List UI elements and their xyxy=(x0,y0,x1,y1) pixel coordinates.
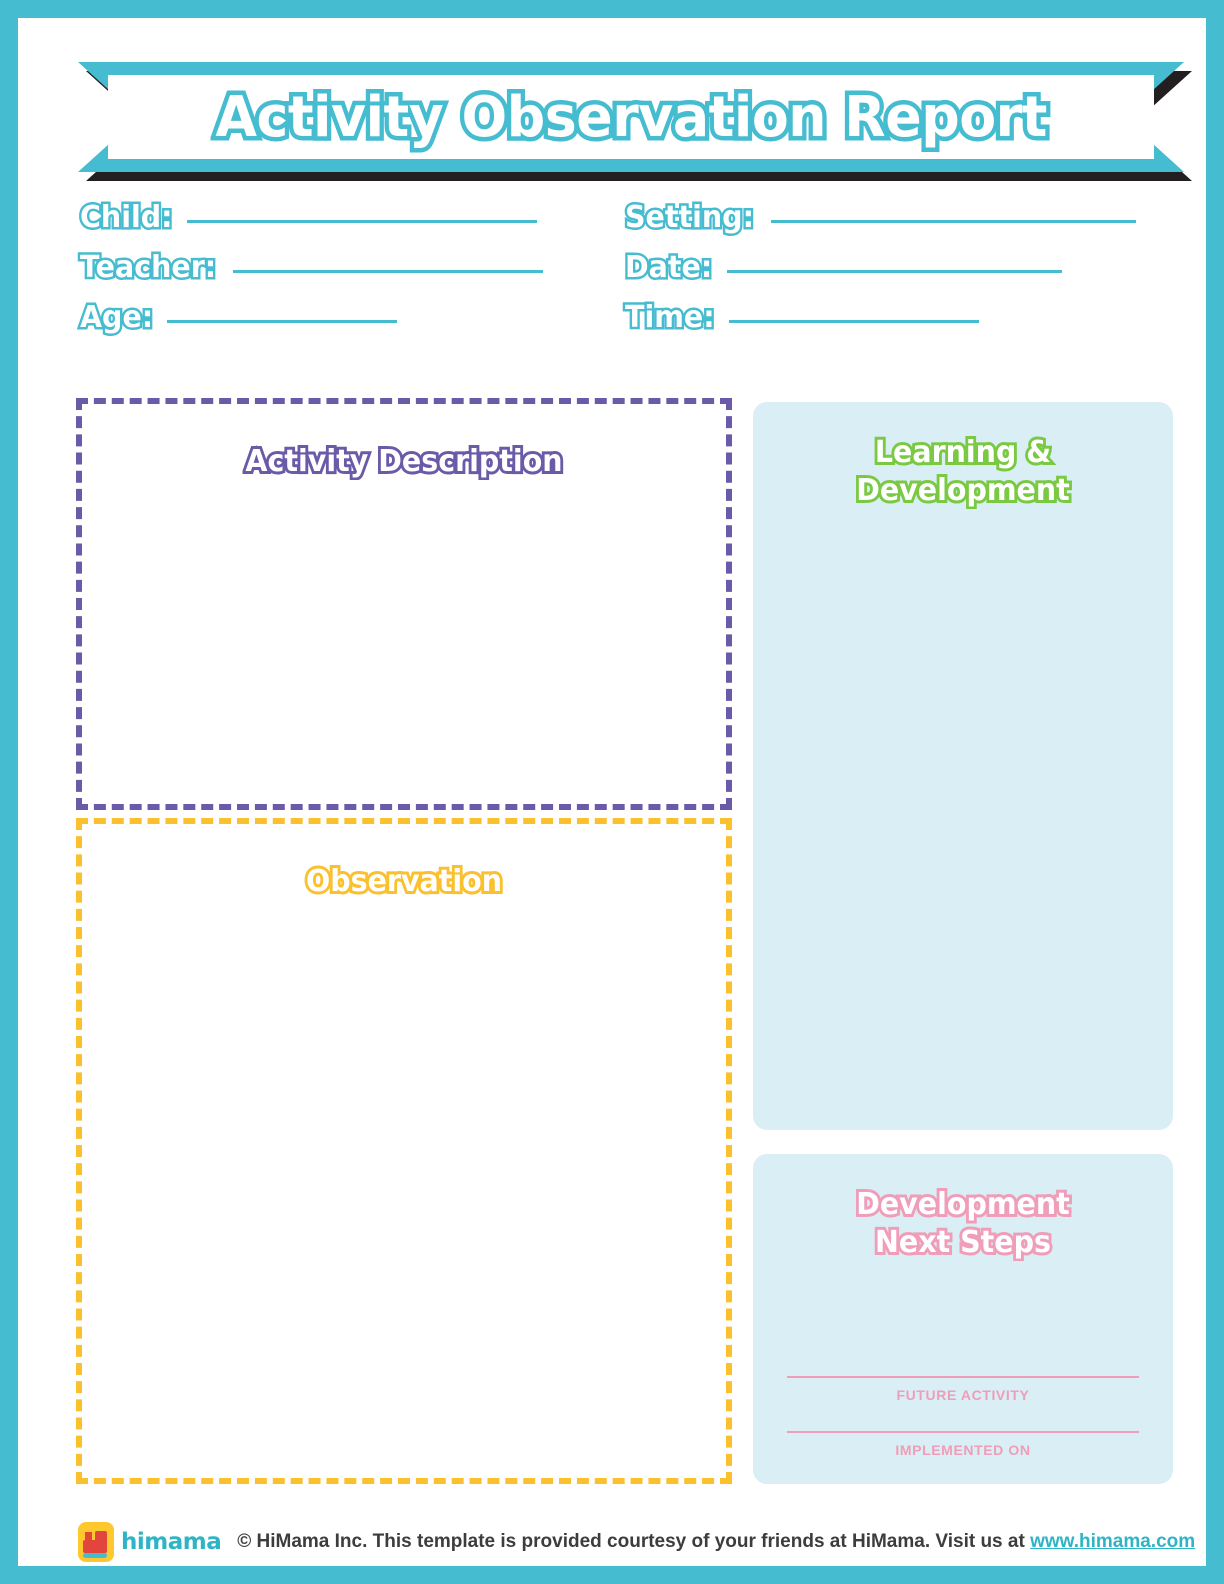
train-smokestack-icon xyxy=(85,1532,92,1541)
development-next-steps-fields: FUTURE ACTIVITY IMPLEMENTED ON xyxy=(787,1376,1139,1462)
field-line-time[interactable] xyxy=(729,320,980,323)
activity-description-heading: Activity Description xyxy=(243,441,566,482)
field-setting[interactable]: Setting: xyxy=(623,198,1180,250)
field-line-teacher[interactable] xyxy=(233,270,544,273)
field-age[interactable]: Age: xyxy=(78,298,620,350)
page-canvas: Activity Observation Report Child: Teach… xyxy=(18,18,1206,1566)
field-label-setting: Setting: xyxy=(623,198,757,238)
learning-development-heading-line1: Learning & xyxy=(872,432,1054,473)
train-cab-icon xyxy=(95,1531,107,1542)
footer-copyright-text: © HiMama Inc. This template is provided … xyxy=(237,1531,1195,1553)
field-child[interactable]: Child: xyxy=(78,198,620,250)
development-next-steps-heading-line1: Development xyxy=(853,1184,1072,1225)
header-fields-left-column: Child: Teacher: Age: xyxy=(78,198,620,350)
field-label-date: Date: xyxy=(623,248,715,288)
field-label-teacher: Teacher: xyxy=(78,248,219,288)
footer: himama © HiMama Inc. This template is pr… xyxy=(78,1522,1195,1562)
field-label-age: Age: xyxy=(78,298,156,338)
train-wheels-icon xyxy=(83,1553,107,1558)
train-icon xyxy=(78,1522,114,1562)
activity-description-box[interactable]: Activity Description xyxy=(76,398,732,810)
implemented-on-rule[interactable] xyxy=(787,1431,1139,1433)
future-activity-field[interactable]: FUTURE ACTIVITY xyxy=(787,1376,1139,1403)
himama-website-link[interactable]: www.himama.com xyxy=(1030,1531,1196,1552)
train-body-icon xyxy=(83,1540,107,1553)
field-teacher[interactable]: Teacher: xyxy=(78,248,620,300)
observation-heading: Observation xyxy=(303,861,505,902)
development-next-steps-heading: Development Next Steps xyxy=(764,1154,1163,1263)
field-label-child: Child: xyxy=(78,198,175,238)
header-fields-right-column: Setting: Date: Time: xyxy=(623,198,1180,350)
development-next-steps-heading-line2: Next Steps xyxy=(872,1222,1054,1263)
himama-wordmark: himama xyxy=(121,1529,222,1555)
observation-box[interactable]: Observation xyxy=(76,818,732,1484)
field-line-age[interactable] xyxy=(167,320,398,323)
future-activity-caption: FUTURE ACTIVITY xyxy=(896,1387,1030,1403)
learning-development-heading-line2: Development xyxy=(853,470,1072,511)
future-activity-rule[interactable] xyxy=(787,1376,1139,1378)
title-ribbon: Activity Observation Report xyxy=(78,62,1192,181)
learning-development-heading: Learning & Development xyxy=(764,402,1163,511)
field-label-time: Time: xyxy=(623,298,717,338)
header-fields: Child: Teacher: Age: Setting: xyxy=(78,198,1180,360)
footer-copyright-sentence: © HiMama Inc. This template is provided … xyxy=(237,1531,1025,1552)
development-next-steps-panel[interactable]: Development Next Steps FUTURE ACTIVITY I… xyxy=(753,1154,1173,1484)
implemented-on-field[interactable]: IMPLEMENTED ON xyxy=(787,1431,1139,1458)
field-line-setting[interactable] xyxy=(770,220,1136,223)
field-line-child[interactable] xyxy=(187,220,538,223)
implemented-on-caption: IMPLEMENTED ON xyxy=(895,1442,1031,1458)
field-line-date[interactable] xyxy=(726,270,1062,273)
ribbon-face: Activity Observation Report xyxy=(108,75,1154,159)
page-title: Activity Observation Report xyxy=(211,80,1052,154)
field-time[interactable]: Time: xyxy=(623,298,1180,350)
field-date[interactable]: Date: xyxy=(623,248,1180,300)
learning-development-panel[interactable]: Learning & Development xyxy=(753,402,1173,1130)
